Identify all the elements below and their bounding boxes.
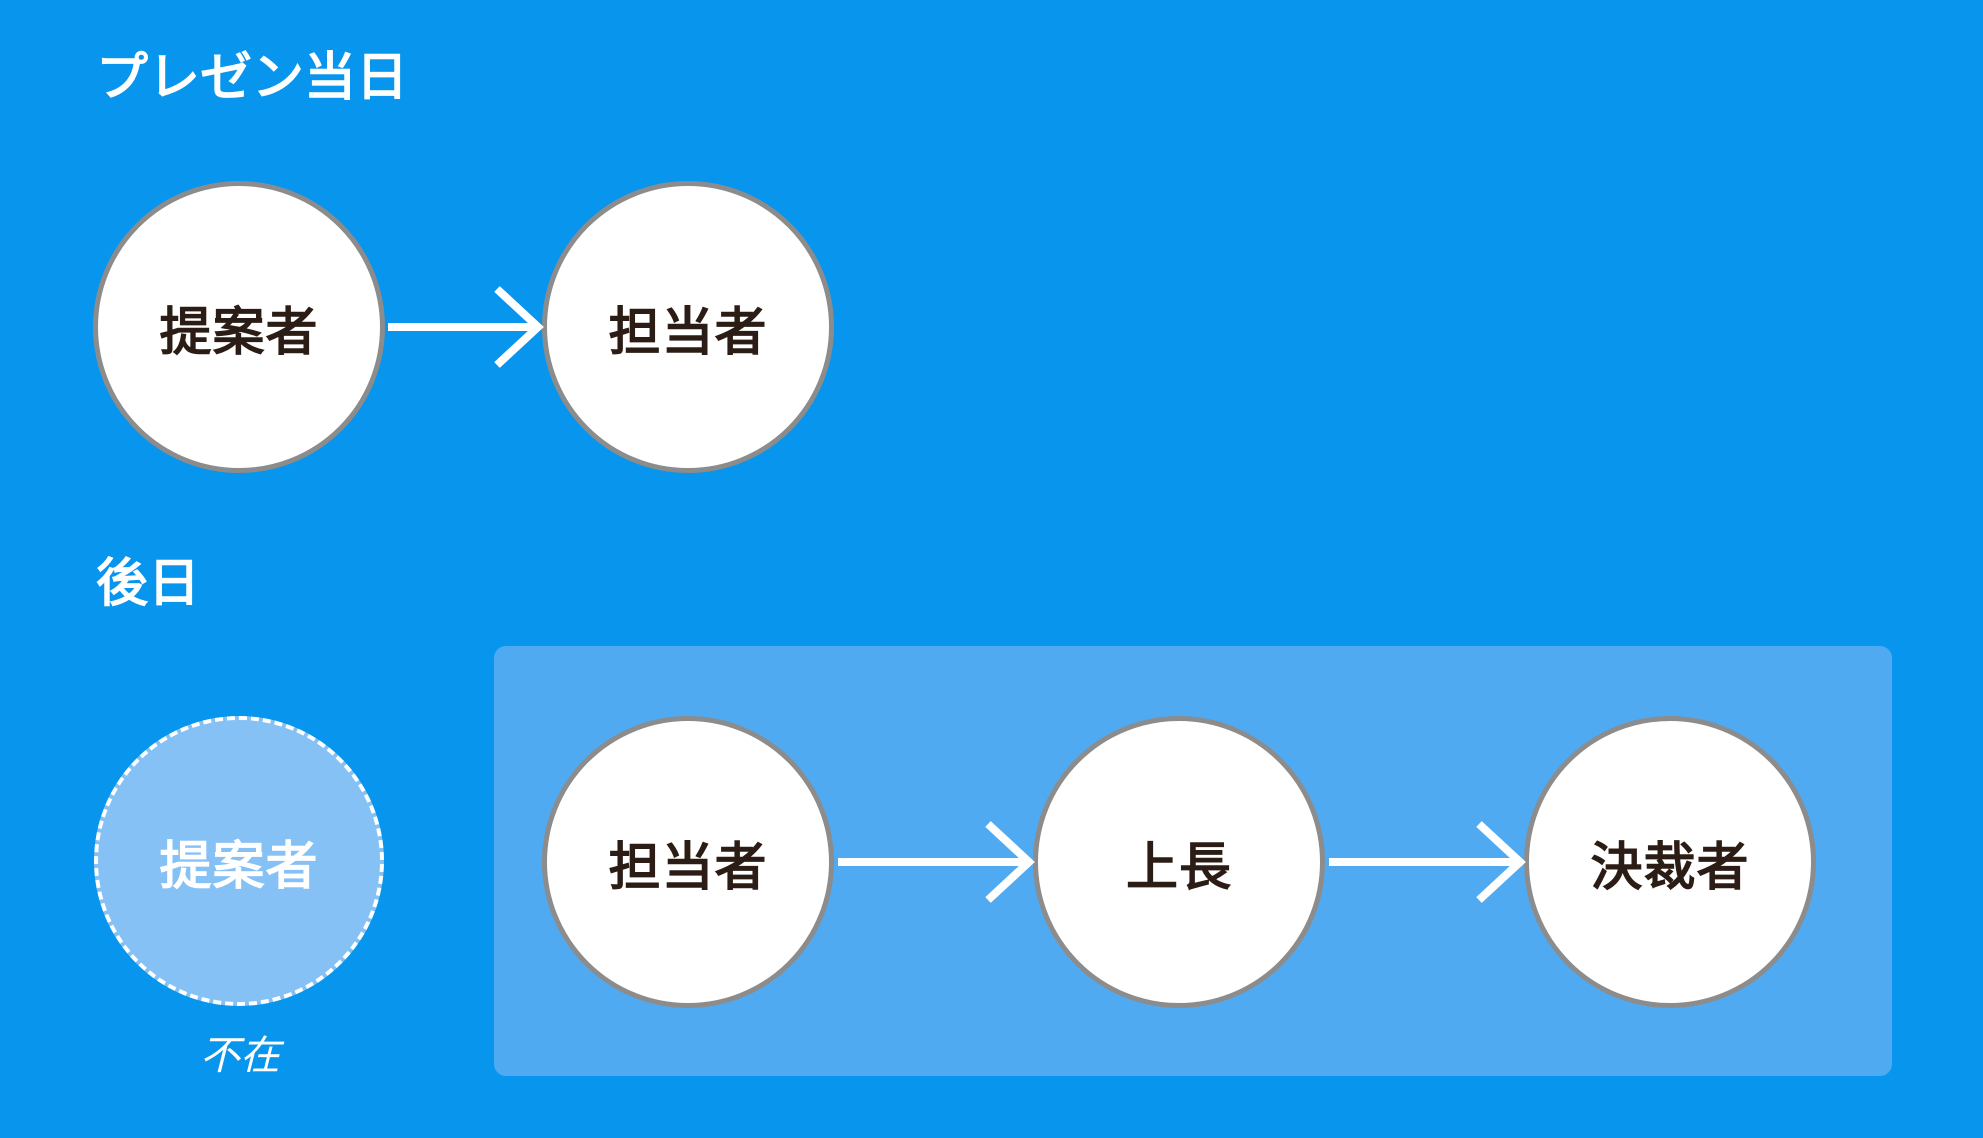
node-label: 担当者 bbox=[608, 837, 768, 898]
node-label: 決裁者 bbox=[1590, 837, 1750, 898]
node-label: 提案者 bbox=[159, 302, 319, 363]
node-label: 担当者 bbox=[608, 302, 768, 363]
section-title-later: 後日 bbox=[96, 554, 201, 614]
node-label: 提案者 bbox=[159, 836, 319, 897]
node-proposer-day: 提案者 bbox=[93, 181, 385, 473]
node-proposer-absent: 提案者 bbox=[94, 716, 384, 1006]
node-person-in-charge-day: 担当者 bbox=[542, 181, 834, 473]
absent-status-text: 不在 bbox=[200, 1033, 280, 1079]
section-title-presentation-day: プレゼン当日 bbox=[96, 48, 409, 108]
node-supervisor: 上長 bbox=[1033, 716, 1325, 1008]
node-label: 上長 bbox=[1125, 837, 1232, 898]
arrow-proposer-to-charge-day bbox=[388, 286, 544, 368]
node-approver: 決裁者 bbox=[1524, 716, 1816, 1008]
node-person-in-charge-later: 担当者 bbox=[542, 716, 834, 1008]
